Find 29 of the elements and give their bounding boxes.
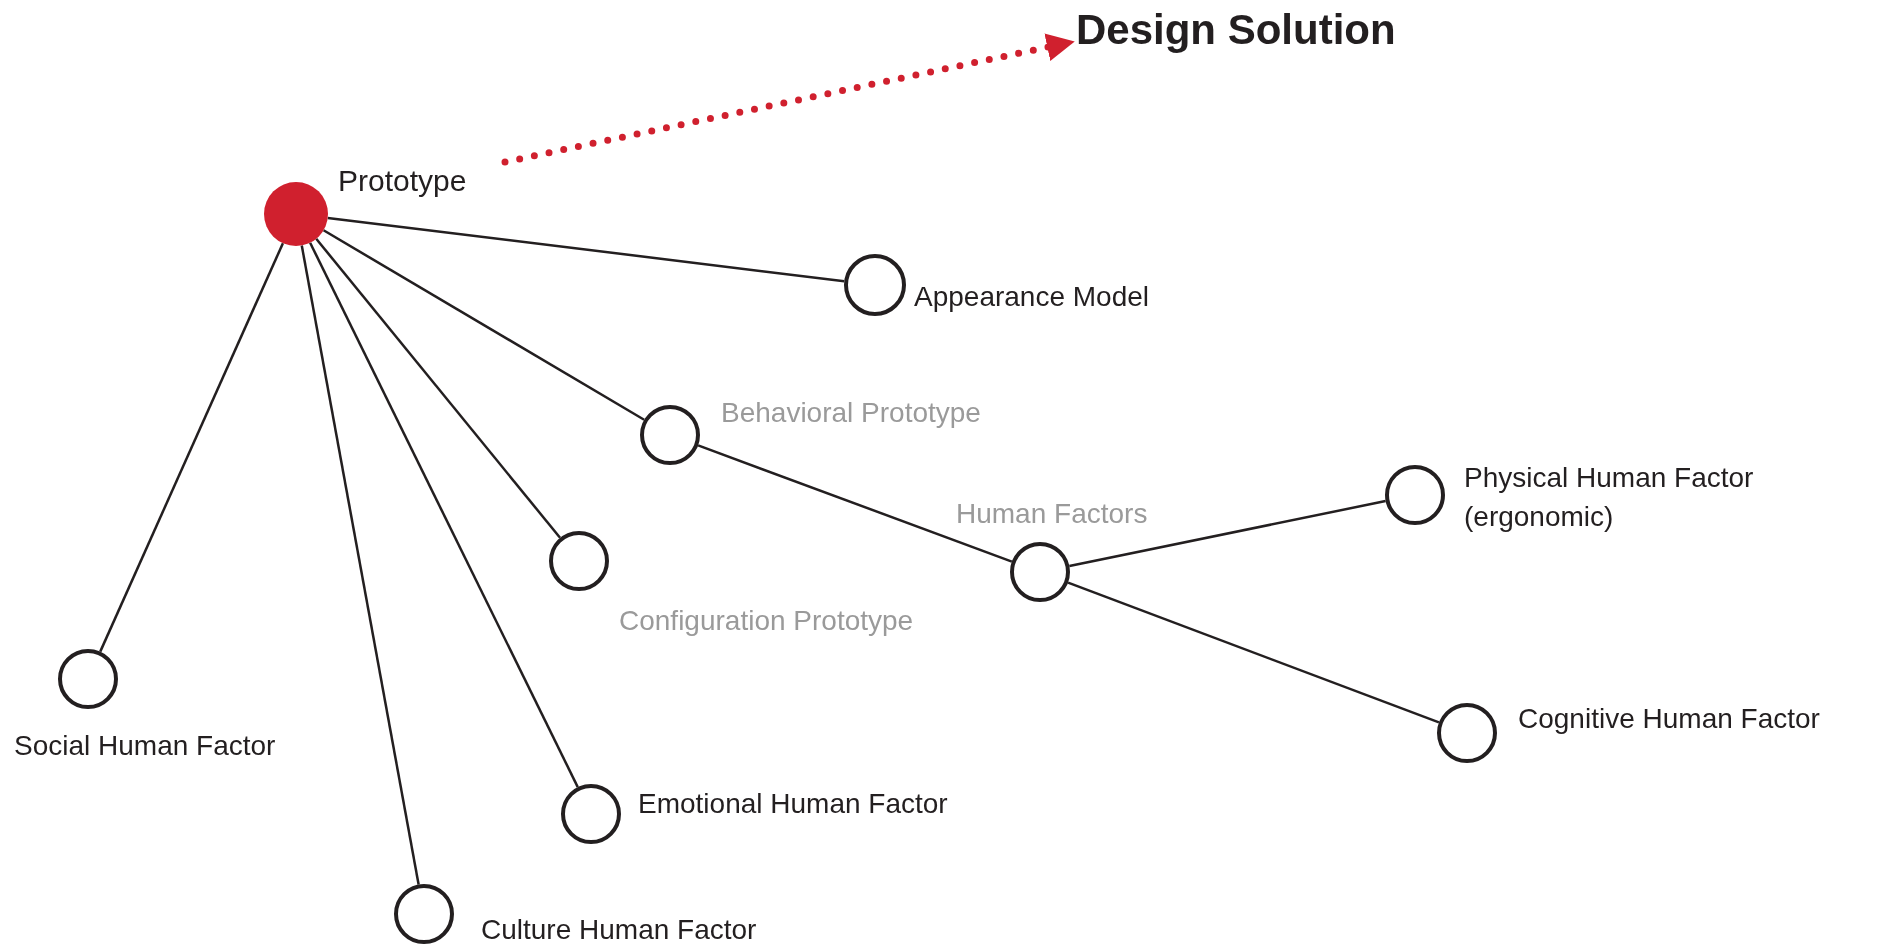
- connector-line: [99, 242, 285, 653]
- connector-line: [322, 229, 645, 421]
- circle-node: [1010, 542, 1070, 602]
- connector-line: [327, 216, 845, 283]
- node-label: Human Factors: [956, 497, 1148, 531]
- circle-node: [549, 531, 609, 591]
- circle-node: [561, 784, 621, 844]
- connector-line: [697, 444, 1013, 563]
- connector-line: [315, 238, 561, 539]
- node-label: Prototype: [338, 163, 467, 199]
- circle-node: [1437, 703, 1497, 763]
- heading-text: Design Solution: [1076, 6, 1396, 55]
- circle-node: [58, 649, 118, 709]
- connector-line: [300, 245, 420, 885]
- node-label: Cognitive Human Factor: [1518, 702, 1820, 736]
- node-label: Social Human Factor: [14, 729, 276, 763]
- dotted-arrow: [501, 33, 1076, 166]
- node-label: Emotional Human Factor: [638, 787, 948, 821]
- connector-line: [1069, 499, 1386, 568]
- node-label: Behavioral Prototype: [721, 396, 981, 430]
- node-label: Physical Human Factor (ergonomic): [1464, 461, 1755, 535]
- connector-line: [309, 242, 579, 788]
- circle-node: [1385, 465, 1445, 525]
- circle-node: [394, 884, 454, 944]
- connector-line: [1067, 581, 1440, 724]
- node-label: Configuration Prototype: [619, 604, 914, 638]
- node-label: Appearance Model: [914, 280, 1150, 314]
- circle-node: [640, 405, 700, 465]
- node-label: Culture Human Factor: [481, 913, 757, 947]
